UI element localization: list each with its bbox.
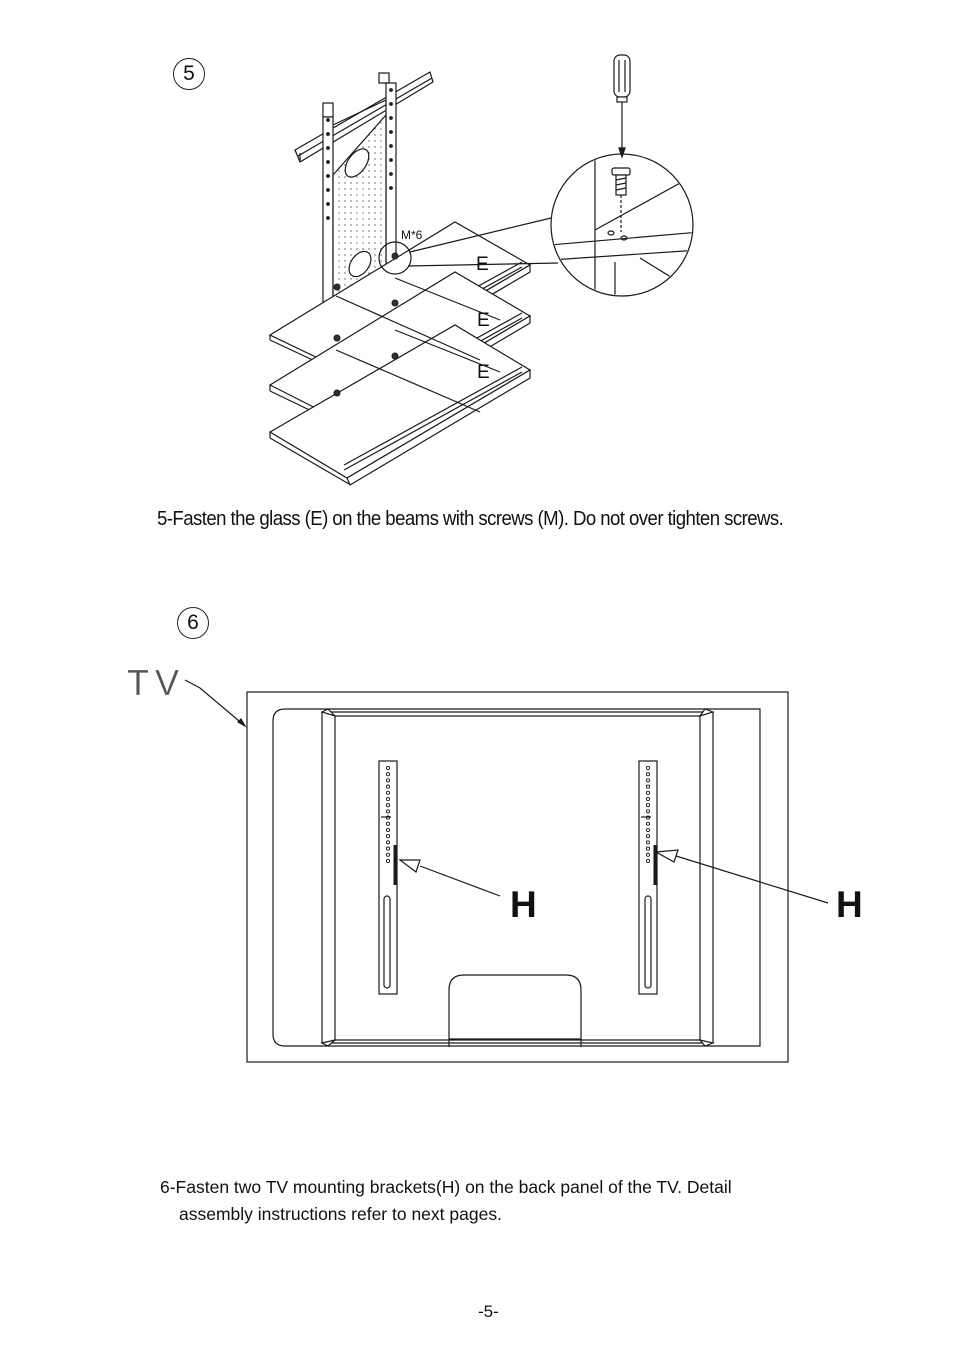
bracket-holes	[385, 765, 651, 864]
bracket-hole	[645, 809, 651, 814]
bracket-label-right: H	[836, 884, 863, 925]
post-hole	[326, 174, 330, 178]
left-mounting-bracket	[378, 760, 398, 995]
step-6-caption-line-2: assembly instructions refer to next page…	[179, 1204, 502, 1224]
post-hole	[389, 144, 393, 148]
glass-label-bottom: E	[477, 362, 490, 383]
post-hole	[326, 216, 330, 220]
bracket-hole	[385, 778, 391, 783]
bracket-hole	[385, 796, 391, 802]
bracket-hole	[385, 827, 391, 833]
bracket-hole	[645, 790, 651, 795]
bracket-hole	[385, 852, 391, 857]
bracket-hole	[645, 834, 651, 839]
post-hole	[389, 116, 393, 120]
post-hole	[389, 130, 393, 134]
bracket-hole	[645, 846, 651, 851]
bracket-hole	[645, 815, 651, 820]
bracket-label-left: H	[510, 884, 537, 925]
bracket-hole	[385, 784, 391, 789]
screws	[333, 252, 399, 397]
page-number: -5-	[478, 1302, 499, 1321]
screw-callout-label: M*6	[401, 228, 423, 242]
bracket-hole	[645, 858, 651, 864]
bracket-hole	[645, 796, 651, 802]
bracket-hole	[645, 827, 651, 833]
post-hole	[326, 118, 330, 122]
bracket-hole	[385, 790, 391, 795]
bracket-hole	[385, 765, 391, 771]
post-hole	[389, 172, 393, 176]
bracket-hole	[385, 834, 391, 839]
bracket-hole	[385, 803, 391, 808]
step-6-caption: 6-Fasten two TV mounting brackets(H) on …	[160, 1174, 732, 1228]
post-hole	[326, 132, 330, 136]
post-hole	[326, 202, 330, 206]
bracket-hole	[385, 858, 391, 864]
callout-circle	[378, 241, 412, 275]
post-hole	[326, 146, 330, 150]
tv-label: TV	[127, 662, 186, 703]
post-hole	[326, 160, 330, 164]
step-6-number: 6	[177, 607, 209, 639]
bracket-hole	[385, 772, 391, 777]
screwdriver-icon	[613, 54, 631, 159]
post-hole	[389, 88, 393, 92]
bracket-hole	[645, 765, 651, 771]
post-hole	[389, 158, 393, 162]
step-6-diagram	[184, 679, 829, 1063]
bracket-hole	[645, 778, 651, 783]
post-hole	[389, 186, 393, 190]
right-mounting-bracket	[638, 760, 658, 995]
step-5-number: 5	[173, 58, 205, 90]
step-6-caption-line-1: 6-Fasten two TV mounting brackets(H) on …	[160, 1177, 732, 1197]
bracket-hole	[385, 840, 391, 845]
bracket-hole	[645, 784, 651, 789]
step-5-caption: 5-Fasten the glass (E) on the beams with…	[157, 508, 784, 530]
bracket-hole	[645, 840, 651, 845]
tv-back-panel	[246, 691, 789, 1063]
post-hole	[326, 188, 330, 192]
glass-label-top: E	[476, 254, 489, 275]
post-hole	[389, 102, 393, 106]
bracket-hole	[645, 772, 651, 777]
step-5-diagram	[268, 54, 694, 486]
bracket-hole	[385, 846, 391, 851]
bracket-hole	[645, 803, 651, 808]
glass-shelf-bottom	[268, 324, 532, 486]
glass-label-middle: E	[477, 310, 490, 331]
bracket-hole	[385, 821, 391, 826]
bracket-hole	[385, 815, 391, 820]
bracket-hole	[645, 852, 651, 857]
bracket-hole	[385, 809, 391, 814]
bracket-hole	[645, 821, 651, 826]
